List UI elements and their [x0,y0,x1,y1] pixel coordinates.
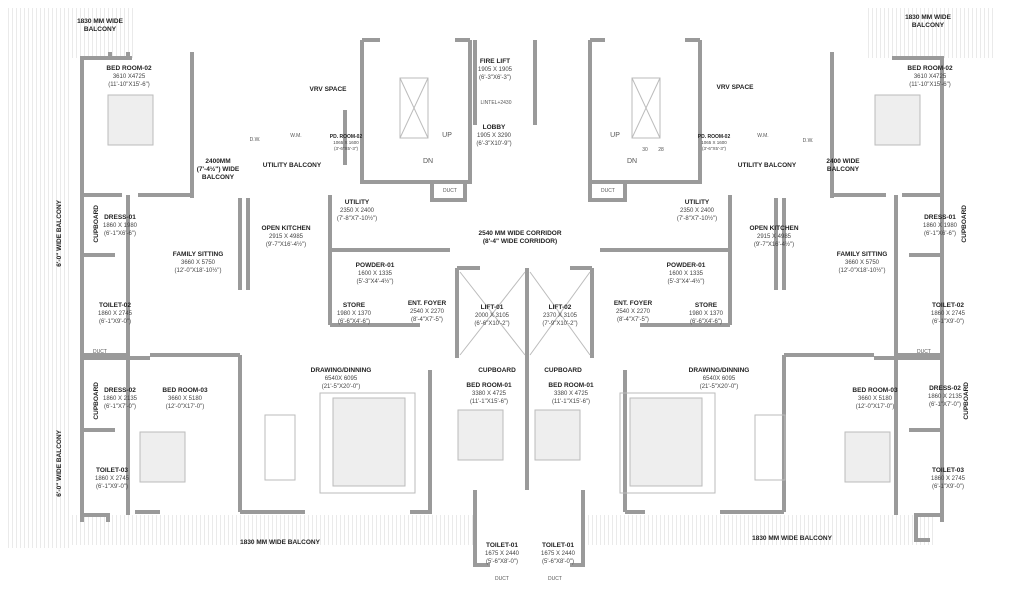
balcony-bottom-left-label: 1830 MM WIDE BALCONY [240,539,320,546]
stair-dn-label: DN [422,158,434,165]
cupboard-label: CUPBOARD [963,382,970,420]
walls [80,38,944,567]
vrv-space-right: VRV SPACE [716,84,754,91]
duct-label: DUCT [443,188,457,194]
duct-label: DUCT [495,576,509,582]
lintel-label: LINTEL+2430 [480,100,512,106]
stair-up-label-right: UP [610,132,620,139]
utility-balcony-right-label: UTILITY BALCONY [737,162,797,169]
dishwasher-label: D.W. [249,137,261,143]
duct-label: DUCT [548,576,562,582]
duct-label: DUCT [601,188,615,194]
balcony-hatch [8,8,993,548]
wide-balcony-right-label: 2400 WIDE BALCONY [826,158,860,173]
duct-label: DUCT [93,349,107,355]
wide-balcony-left-label: 2400MM (7'-4½") WIDE BALCONY [196,158,240,181]
cupboard-label: CUPBOARD [93,205,100,243]
cupboard-label: CUPBOARD [93,382,100,420]
stair-step-30: 30 [642,147,648,153]
duct-label: DUCT [917,349,931,355]
stair-step-28: 28 [658,147,664,153]
washing-machine-label: W.M. [757,133,769,139]
cupboard-label: CUPBOARD [478,367,516,374]
balcony-side-lower-label: 6'-0" WIDE BALCONY [56,430,63,497]
stair-up-label: UP [442,132,452,139]
washing-machine-label: W.M. [290,133,302,139]
balcony-side-upper-label: 6'-0" WIDE BALCONY [56,200,63,267]
dishwasher-label: D.W. [802,138,814,144]
corridor-label: 2540 MM WIDE CORRIDOR(8'-4" WIDE CORRIDO… [478,230,562,245]
cupboard-label: CUPBOARD [961,205,968,243]
balcony-top-left-label: 1830 MM WIDE BALCONY [77,18,123,33]
vrv-space-left: VRV SPACE [309,86,347,93]
balcony-top-right-label: 1830 MM WIDE BALCONY [905,14,951,29]
stair-dn-label-right: DN [626,158,638,165]
utility-balcony-left-label: UTILITY BALCONY [262,162,322,169]
furniture [107,77,921,494]
balcony-bottom-right-label: 1830 MM WIDE BALCONY [752,535,832,542]
cupboard-label: CUPBOARD [544,367,582,374]
